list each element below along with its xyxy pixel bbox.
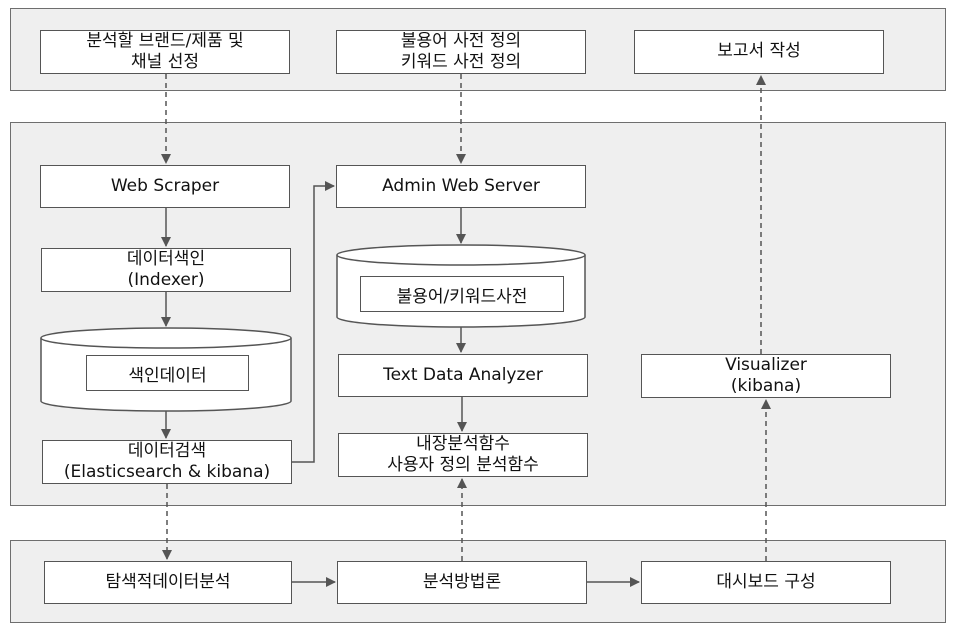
dictionary-define-box: 불용어 사전 정의 키워드 사전 정의: [336, 30, 586, 74]
admin-server-label: Admin Web Server: [382, 175, 540, 196]
search-box: 데이터검색 (Elasticsearch & kibana): [42, 440, 292, 484]
methodology-box: 분석방법론: [337, 561, 587, 604]
dictionary-label: 불용어/키워드사전: [396, 286, 528, 307]
text-analyzer-label: Text Data Analyzer: [383, 364, 543, 385]
report-write-box: 보고서 작성: [634, 30, 884, 74]
visualizer-line1: Visualizer: [725, 354, 807, 375]
brand-select-line1: 분석할 브랜드/제품 및: [86, 30, 244, 51]
dictionary-define-line1: 불용어 사전 정의: [400, 30, 522, 51]
exploratory-label: 탐색적데이터분석: [105, 571, 231, 592]
text-analyzer-box: Text Data Analyzer: [338, 354, 588, 397]
functions-line2: 사용자 정의 분석함수: [387, 455, 539, 475]
brand-select-line2: 채널 선정: [131, 52, 199, 72]
search-line1: 데이터검색: [127, 440, 207, 461]
index-data-label-box: 색인데이터: [86, 355, 249, 391]
dashboard-label: 대시보드 구성: [716, 571, 816, 592]
functions-box: 내장분석함수 사용자 정의 분석함수: [338, 433, 588, 477]
indexer-line1: 데이터색인: [126, 248, 206, 269]
functions-line1: 내장분석함수: [416, 433, 510, 454]
indexer-box: 데이터색인 (Indexer): [41, 248, 291, 292]
index-data-label: 색인데이터: [128, 365, 207, 386]
methodology-label: 분석방법론: [422, 571, 502, 592]
admin-server-box: Admin Web Server: [336, 165, 586, 208]
web-scraper-label: Web Scraper: [110, 175, 220, 196]
dashboard-box: 대시보드 구성: [641, 561, 891, 604]
indexer-line2: (Indexer): [127, 270, 205, 290]
report-write-label: 보고서 작성: [717, 41, 801, 62]
dictionary-define-line2: 키워드 사전 정의: [400, 52, 522, 72]
brand-select-box: 분석할 브랜드/제품 및 채널 선정: [40, 30, 290, 74]
visualizer-box: Visualizer (kibana): [641, 354, 891, 398]
visualizer-line2: (kibana): [730, 376, 802, 396]
search-line2: (Elasticsearch & kibana): [63, 462, 271, 482]
dictionary-label-box: 불용어/키워드사전: [360, 276, 564, 312]
exploratory-box: 탐색적데이터분석: [44, 561, 292, 604]
web-scraper-box: Web Scraper: [40, 165, 290, 208]
